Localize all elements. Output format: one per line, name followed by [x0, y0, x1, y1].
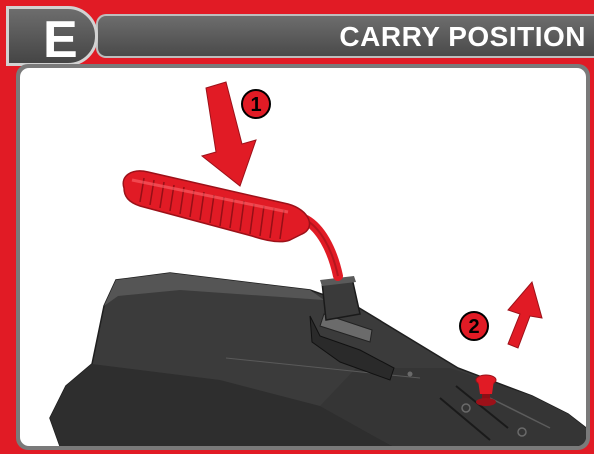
- section-badge: E: [6, 6, 98, 66]
- step-2-marker: 2: [460, 312, 488, 340]
- handle-grip: [123, 171, 309, 242]
- illustration-panel: 1 2: [20, 68, 586, 446]
- section-title: CARRY POSITION: [339, 16, 586, 56]
- arrow-up-icon: [508, 282, 542, 348]
- header-strip: CARRY POSITION: [96, 14, 594, 58]
- section-header: CARRY POSITION E: [0, 6, 594, 58]
- step-1-marker: 1: [242, 90, 270, 118]
- machine-body: [50, 273, 586, 446]
- section-letter: E: [43, 9, 78, 69]
- illustration-frame: 1 2: [16, 64, 590, 450]
- carry-position-illustration: 1 2: [20, 68, 586, 446]
- handle-stem: [306, 220, 338, 276]
- step-1-number: 1: [250, 94, 261, 116]
- step-2-number: 2: [468, 316, 479, 338]
